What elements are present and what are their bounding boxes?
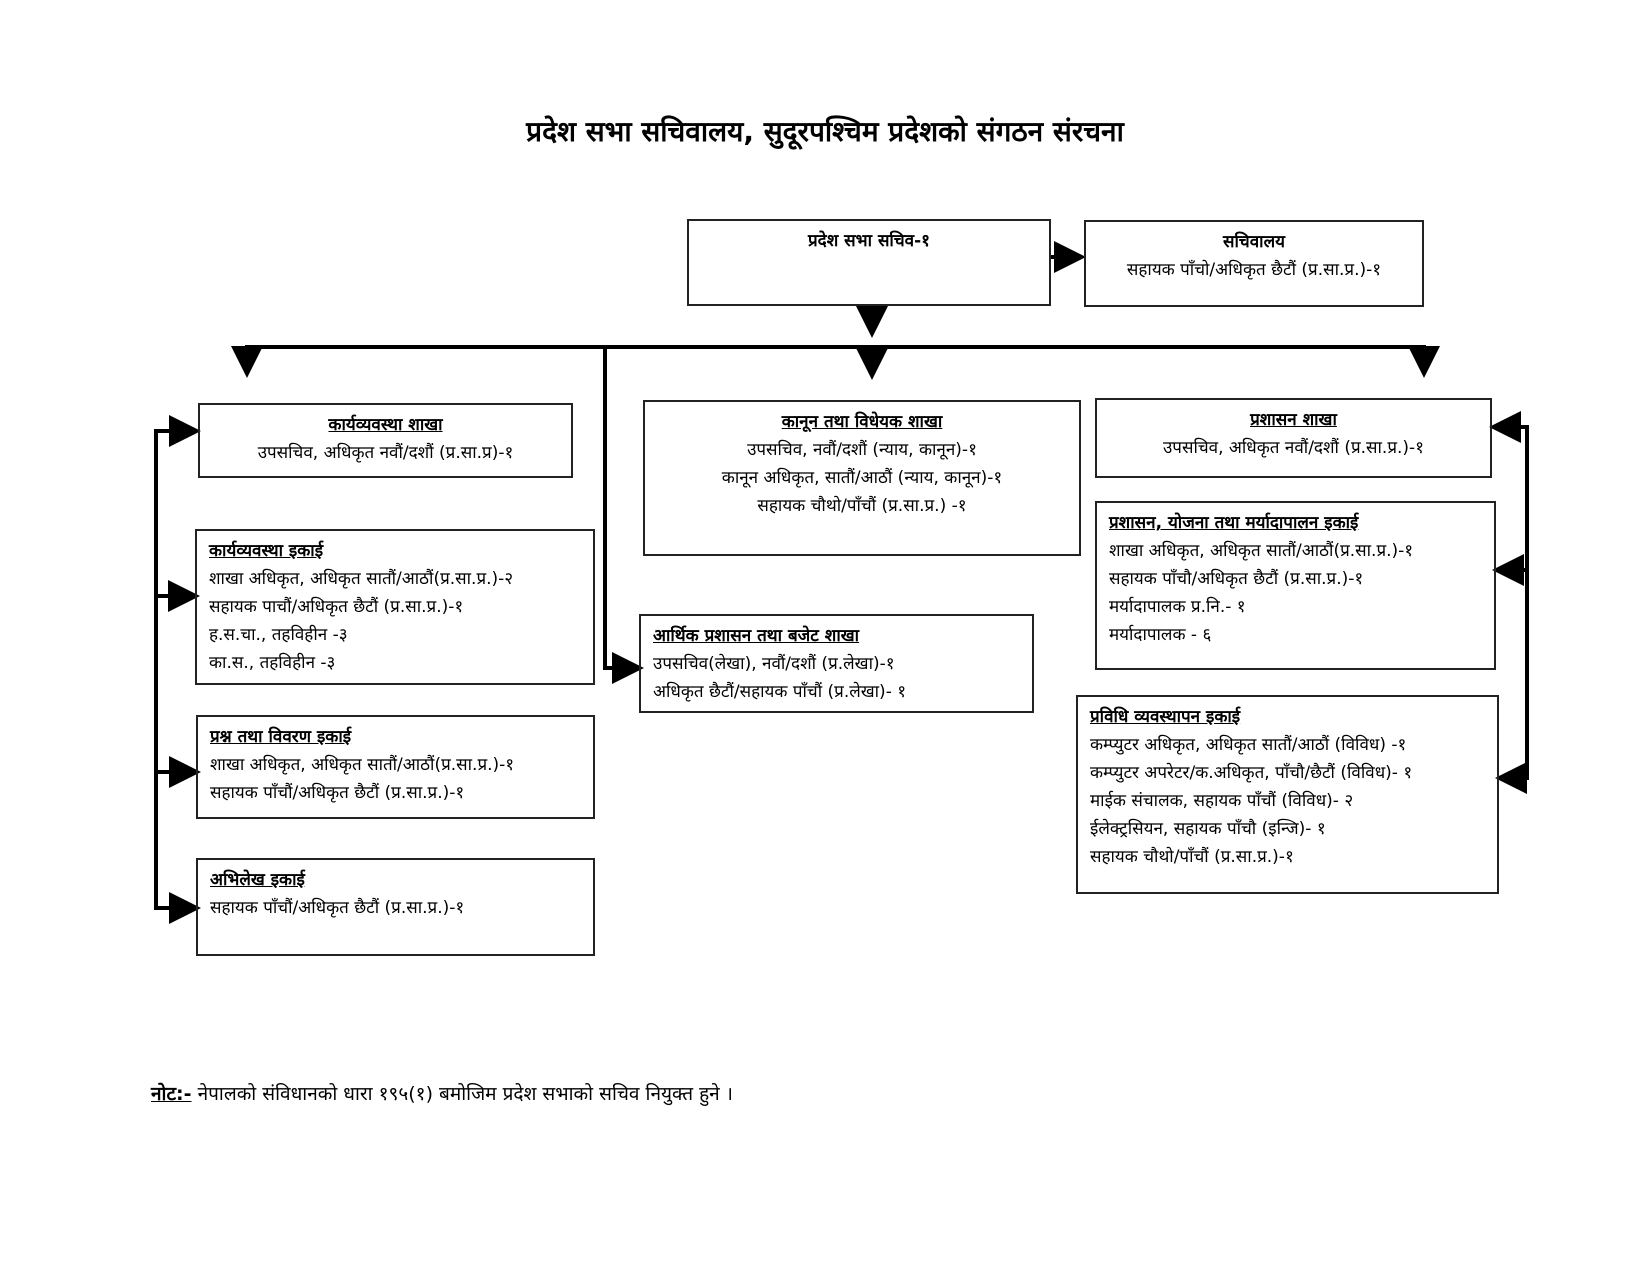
secretariat-box: सचिवालय सहायक पाँचो/अधिकृत छैटौं (प्र.सा…: [1084, 220, 1424, 307]
box-line: माईक संचालक, सहायक पाँचौं (विविध)- २: [1090, 791, 1354, 811]
box-line: उपसचिव(लेखा), नवौं/दशौं (प्र.लेखा)-१: [653, 654, 895, 674]
arrow-to-arthik: [603, 347, 644, 684]
box-line: अधिकृत छैटौं/सहायक पाँचौं (प्र.लेखा)- १: [653, 682, 907, 702]
box-line: कम्प्युटर अधिकृत, अधिकृत सातौं/आठौं (विव…: [1090, 735, 1407, 755]
box-line: मर्यादापालक - ६: [1109, 625, 1212, 645]
note-label: नोट:-: [151, 1083, 192, 1105]
note-text: नेपालको संविधानको धारा १९५(१) बमोजिम प्र…: [191, 1083, 733, 1105]
box-heading: प्रशासन शाखा: [1250, 410, 1337, 430]
box-line: सहायक पाचौं/अधिकृत छैटौं (प्र.सा.प्र.)-१: [209, 597, 464, 617]
box-line: शाखा अधिकृत, अधिकृत सातौं/आठौं(प्र.सा.प्…: [1109, 541, 1414, 561]
karyavyavastha-ikai-box: कार्यव्यवस्था इकाई शाखा अधिकृत, अधिकृत स…: [195, 529, 595, 685]
box-line: सहायक चौथो/पाँचौं (प्र.सा.प्र.)-१: [1090, 847, 1294, 867]
box-line: मर्यादापालक प्र.नि.- १: [1109, 597, 1246, 617]
prashna-ikai-box: प्रश्न तथा विवरण इकाई शाखा अधिकृत, अधिकृ…: [196, 715, 595, 819]
box-line: ह.स.चा., तहविहीन -३: [209, 625, 348, 645]
kanun-shakha-box: कानून तथा विधेयक शाखा उपसचिव, नवौं/दशौं …: [643, 400, 1081, 556]
prashasan-shakha-box: प्रशासन शाखा उपसचिव, अधिकृत नवौं/दशौं (प…: [1095, 398, 1492, 478]
footnote: नोट:- नेपालको संविधानको धारा १९५(१) बमोज…: [151, 1080, 733, 1106]
box-heading: सचिवालय: [1223, 232, 1285, 252]
box-line: शाखा अधिकृत, अधिकृत सातौं/आठौं(प्र.सा.प्…: [209, 569, 514, 589]
box-heading: प्रविधि व्यवस्थापन इकाई: [1090, 707, 1241, 727]
karyavyavastha-shakha-box: कार्यव्यवस्था शाखा उपसचिव, अधिकृत नवौं/द…: [198, 403, 573, 478]
box-line: सहायक पाँचौं/अधिकृत छैटौं (प्र.सा.प्र.)-…: [210, 783, 465, 803]
box-line: उपसचिव, अधिकृत नवौं/दशौं (प्र.सा.प्र)-१: [257, 443, 514, 463]
box-line: उपसचिव, अधिकृत नवौं/दशौं (प्र.सा.प्र.)-१: [1162, 438, 1425, 458]
box-line: ईलेक्ट्रसियन, सहायक पाँचौ (इन्जि)- १: [1090, 819, 1326, 839]
abhilekh-ikai-box: अभिलेख इकाई सहायक पाँचौं/अधिकृत छैटौं (प…: [196, 858, 595, 956]
box-heading: प्रश्न तथा विवरण इकाई: [210, 727, 352, 747]
arthik-shakha-box: आर्थिक प्रशासन तथा बजेट शाखा उपसचिव(लेखा…: [639, 614, 1034, 713]
box-heading: कार्यव्यवस्था इकाई: [209, 541, 324, 561]
box-heading: आर्थिक प्रशासन तथा बजेट शाखा: [653, 626, 860, 646]
box-heading: प्रशासन, योजना तथा मर्यादापालन इकाई: [1109, 513, 1359, 533]
box-heading: कानून तथा विधेयक शाखा: [781, 412, 943, 432]
box-line: सहायक पाँचो/अधिकृत छैटौं (प्र.सा.प्र.)-१: [1126, 260, 1382, 280]
box-heading: अभिलेख इकाई: [210, 870, 305, 890]
box-line: कानून अधिकृत, सातौं/आठौं (न्याय, कानून)-…: [721, 468, 1003, 488]
box-line: सहायक पाँचौं/अधिकृत छैटौं (प्र.सा.प्र.)-…: [210, 898, 465, 918]
secretary-heading: प्रदेश सभा सचिव-१: [808, 231, 930, 251]
box-line: का.स., तहविहीन -३: [209, 653, 336, 673]
box-line: शाखा अधिकृत, अधिकृत सातौं/आठौं(प्र.सा.प्…: [210, 755, 515, 775]
prashasan-ikai-box: प्रशासन, योजना तथा मर्यादापालन इकाई शाखा…: [1095, 501, 1496, 670]
prabidhi-ikai-box: प्रविधि व्यवस्थापन इकाई कम्प्युटर अधिकृत…: [1076, 695, 1499, 894]
secretary-box: प्रदेश सभा सचिव-१: [687, 219, 1051, 306]
box-heading: कार्यव्यवस्था शाखा: [328, 415, 443, 435]
box-line: उपसचिव, नवौं/दशौं (न्याय, कानून)-१: [747, 440, 977, 460]
box-line: कम्प्युटर अपरेटर/क.अधिकृत, पाँचौ/छैटौं (…: [1090, 763, 1413, 783]
chart-title: प्रदेश सभा सचिवालय, सुदूरपश्चिम प्रदेशको…: [526, 115, 1124, 148]
box-line: सहायक पाँचौ/अधिकृत छैटौं (प्र.सा.प्र.)-१: [1109, 569, 1364, 589]
box-line: सहायक चौथो/पाँचौं (प्र.सा.प्र.) -१: [757, 496, 967, 516]
